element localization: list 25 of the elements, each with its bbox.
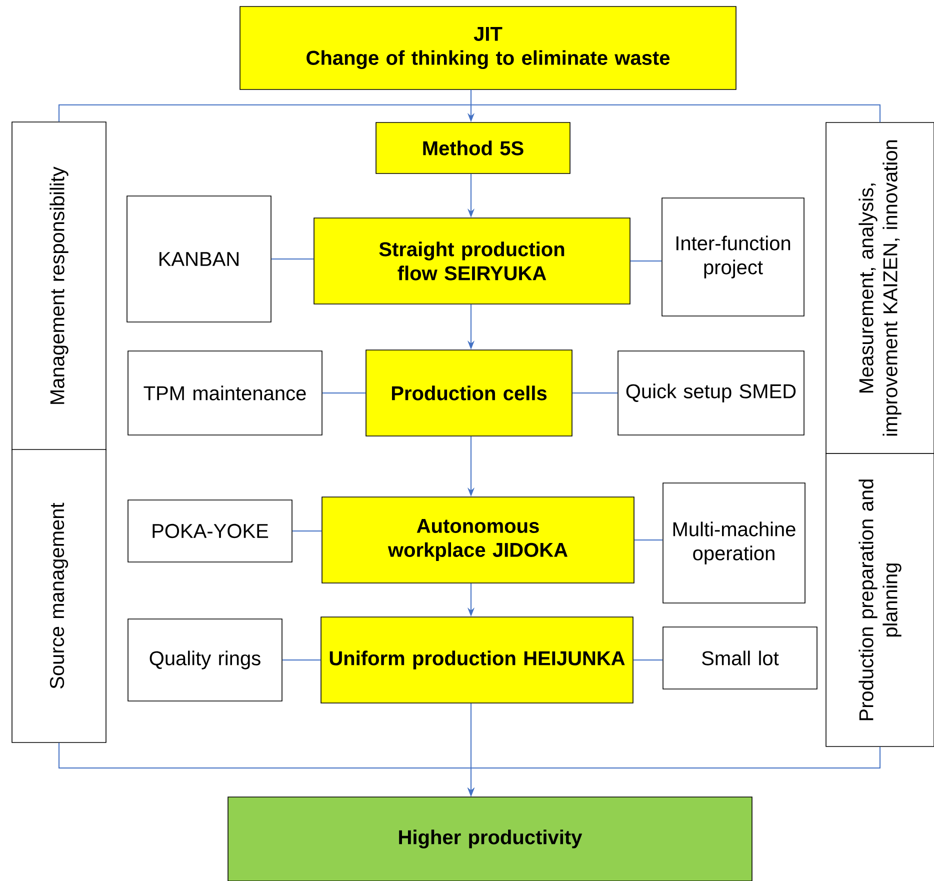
practice-box: TPM maintenance [128, 350, 322, 436]
process-box: Autonomous workplace JIDOKA [322, 496, 634, 584]
connector-line [630, 260, 662, 262]
connector-line [292, 530, 322, 532]
connector-line [572, 392, 618, 394]
practice-box: Source management [12, 449, 106, 743]
practice-box: Small lot [662, 626, 818, 690]
practice-box: Quick setup SMED [618, 350, 804, 436]
result-box: Higher productivity [228, 796, 752, 881]
practice-box: KANBAN [126, 196, 272, 322]
process-box: Method 5S [376, 122, 570, 174]
process-box: JIT Change of thinking to eliminate waste [240, 6, 736, 90]
process-box: Straight production flow SEIRYUKA [314, 218, 630, 304]
connector-line [270, 258, 314, 260]
connector-line [470, 89, 880, 123]
practice-box: Production preparation and planning [826, 453, 934, 747]
process-box: Uniform production HEIJUNKA [320, 616, 634, 704]
practice-box: Quality rings [128, 618, 282, 702]
practice-box: POKA-YOKE [128, 500, 292, 562]
process-box: Production cells [366, 350, 572, 436]
practice-box: Measurement, analysis, improvement KAIZEN, innovation [826, 122, 934, 454]
practice-box: Inter-function project [662, 198, 804, 316]
practice-box: Multi-machine operation [662, 482, 806, 604]
connector-line [322, 392, 366, 394]
practice-box: Management responsibility [12, 122, 106, 450]
